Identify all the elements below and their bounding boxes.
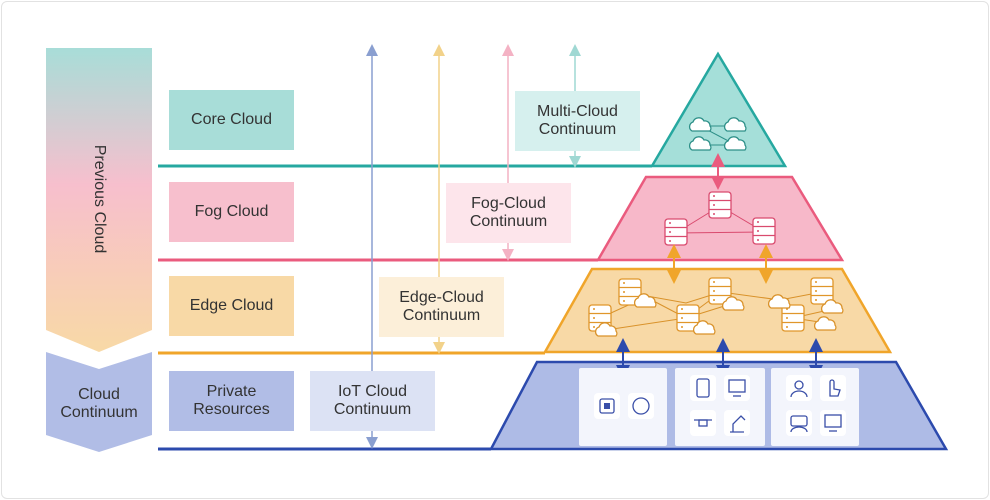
core-layer-shape <box>649 51 788 168</box>
previous-cloud-label: Previous Cloud <box>91 144 108 254</box>
cloud-continuum-label: Cloud Continuum <box>60 386 138 421</box>
previous-cloud-arrow <box>46 48 152 352</box>
device-panel-users <box>771 368 859 446</box>
core-cloud-icons <box>688 117 747 151</box>
fog-cloud-continuum-label: Fog-Cloud Continuum <box>446 183 571 243</box>
core-cloud-label: Core Cloud <box>169 90 294 150</box>
edge-network-icons <box>588 277 844 337</box>
cloud-continuum-arrow <box>46 352 152 452</box>
device-panel-iot <box>579 368 667 446</box>
iot-cloud-continuum-label: IoT Cloud Continuum <box>310 371 435 431</box>
device-panel-devices <box>675 368 765 446</box>
multi-cloud-continuum-label: Multi-Cloud Continuum <box>515 91 640 151</box>
private-resources-label: Private Resources <box>169 371 294 431</box>
edge-cloud-label: Edge Cloud <box>169 276 294 336</box>
fog-server-icons <box>664 191 776 246</box>
fog-cloud-label: Fog Cloud <box>169 182 294 242</box>
edge-cloud-continuum-label: Edge-Cloud Continuum <box>379 277 504 337</box>
